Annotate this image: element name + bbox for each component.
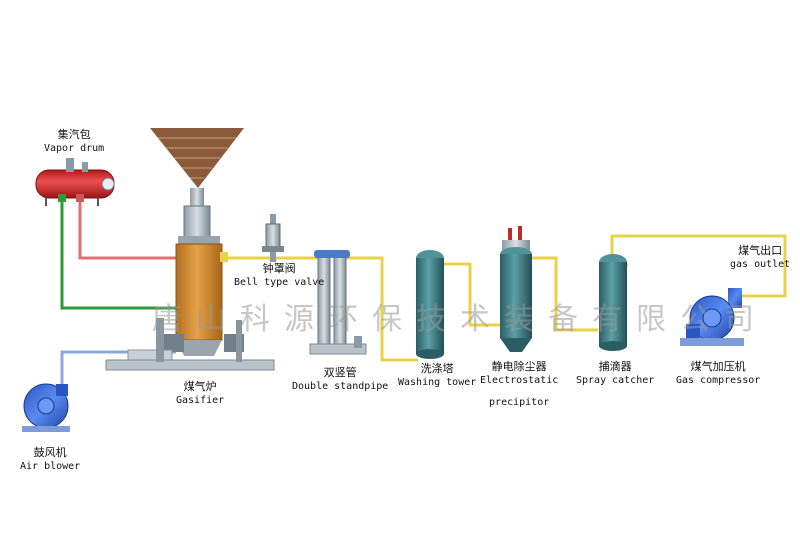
washing-tower xyxy=(416,250,444,359)
water-pipe-green xyxy=(60,198,180,310)
label-air-blower: 鼓风机 Air blower xyxy=(20,446,81,472)
gasifier xyxy=(105,188,275,371)
label-double-standpipe: 双竖管 Double standpipe xyxy=(292,366,389,392)
vapor-drum xyxy=(35,158,115,206)
bell-type-valve xyxy=(262,214,284,262)
steam-pipe-red xyxy=(78,198,176,260)
label-washing-tower: 洗涤塔 Washing tower xyxy=(398,362,477,388)
label-gas-compressor: 煤气加压机 Gas compressor xyxy=(676,360,761,386)
spray-catcher xyxy=(599,254,627,351)
label-gasifier: 煤气炉 Gasifier xyxy=(176,380,225,406)
label-spray-catcher: 捕滴器 Spray catcher xyxy=(576,360,655,386)
double-standpipe xyxy=(309,250,367,355)
label-gas-outlet: 煤气出口 gas outlet xyxy=(730,244,791,270)
label-bell-type-valve: 钟罩阀 Bell type valve xyxy=(234,262,325,288)
coal-hopper xyxy=(150,128,244,188)
label-vapor-drum: 集汽包 Vapor drum xyxy=(44,128,105,154)
air-blower xyxy=(22,383,70,432)
label-electrostatic-precipitor: 静电除尘器 Electrostatic precipitor xyxy=(480,360,559,408)
electrostatic-precipitor xyxy=(500,226,532,352)
company-watermark: 唐山科源环保技术装备有限公司 xyxy=(152,302,768,337)
gas-compressor xyxy=(680,288,744,346)
